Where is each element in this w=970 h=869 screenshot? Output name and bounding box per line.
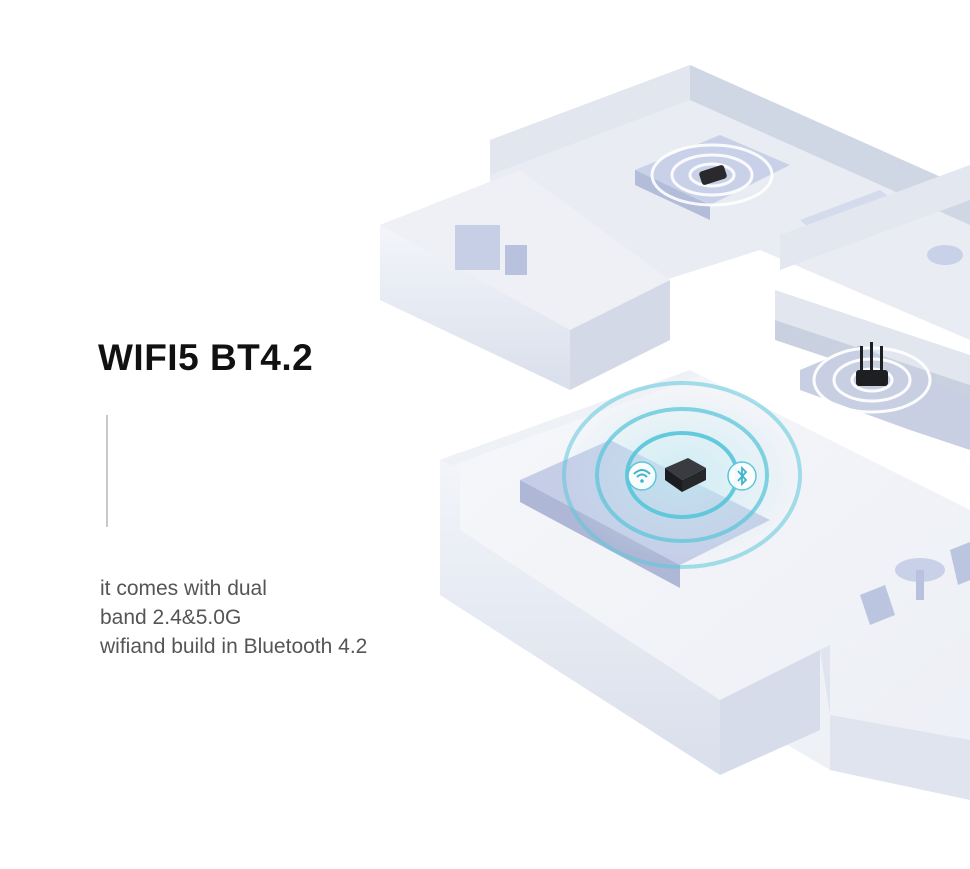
vertical-divider: [106, 415, 108, 527]
living-wall-bottom: [820, 645, 970, 800]
router: [856, 342, 888, 386]
description-line: wifiand build in Bluetooth 4.2: [100, 635, 368, 658]
sink: [927, 245, 963, 265]
tvbox-signal: [562, 381, 802, 569]
desk: [455, 225, 500, 270]
office-wall-left: [380, 225, 570, 390]
dining-table-leg: [916, 570, 924, 600]
living-wall-top-edge: [440, 370, 700, 466]
description-line: it comes with dual: [100, 577, 267, 600]
phone-signal: [650, 143, 774, 207]
tv-box: [665, 458, 706, 492]
description-line: band 2.4&5.0G: [100, 606, 242, 629]
chair: [505, 245, 527, 275]
floorplan-illustration: [380, 65, 970, 800]
dining-chair: [860, 585, 895, 625]
bedroom-wall-right: [690, 65, 970, 225]
headline: WIFI5 BT4.2: [98, 337, 314, 378]
router-shelf: [800, 345, 970, 450]
bathroom-wall: [780, 165, 970, 270]
bluetooth-icon: [727, 461, 757, 491]
living-wall-front: [720, 650, 820, 775]
wifi-icon: [627, 461, 657, 491]
living-wall-left: [440, 452, 720, 775]
smartphone: [699, 165, 727, 185]
feature-description: it comes with dual band 2.4&5.0G wifiand…: [100, 574, 367, 661]
dining-chair: [950, 542, 970, 585]
bedroom-wall-back: [490, 65, 690, 175]
office-wall-right: [570, 280, 670, 390]
